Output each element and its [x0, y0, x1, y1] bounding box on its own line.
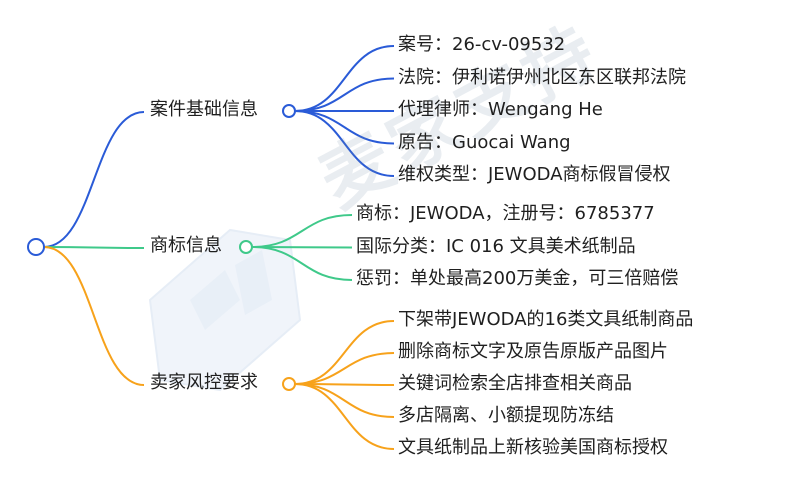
branch-to-leaf-link [294, 45, 395, 112]
root-to-branch-link [43, 111, 145, 248]
branch-collapse-toggle[interactable] [282, 104, 296, 118]
root-to-branch-link [43, 246, 145, 386]
leaf-label: 国际分类：IC 016 文具美术纸制品 [356, 235, 636, 257]
leaf-label: 文具纸制品上新核验美国商标授权 [398, 437, 668, 458]
branch-label: 卖家风控要求 [150, 372, 258, 393]
root-to-branch-link [43, 246, 145, 249]
branch-to-leaf-link [294, 352, 395, 385]
branch-collapse-toggle[interactable] [239, 240, 253, 254]
branch-to-leaf-link [294, 383, 395, 450]
branch-collapse-toggle[interactable] [282, 377, 296, 391]
root-node[interactable] [27, 238, 45, 256]
connector-lines [43, 45, 395, 450]
leaf-label: 案号：26-cv-09532 [398, 34, 566, 55]
branch-label: 案件基础信息 [150, 99, 258, 120]
branch-to-leaf-link [294, 110, 395, 145]
leaf-label: 惩罚：单处最高200万美金，可三倍赔偿 [356, 268, 679, 289]
leaf-label: 删除商标文字及原告原版产品图片 [398, 341, 668, 362]
branch-to-leaf-link [294, 77, 395, 112]
branch-to-leaf-link [294, 383, 395, 418]
leaf-label: 法院：伊利诺伊州北区东区联邦法院 [398, 66, 686, 88]
leaf-label: 代理律师：Wengang He [398, 99, 603, 120]
leaf-label: 关键词检索全店排查相关商品 [398, 373, 632, 394]
branch-to-leaf-link [294, 110, 395, 177]
leaf-label: 多店隔离、小额提现防冻结 [398, 405, 614, 426]
node-markers [27, 104, 296, 391]
leaf-label: 下架带JEWODA的16类文具纸制商品 [398, 309, 694, 330]
branch-label: 商标信息 [150, 235, 222, 256]
leaf-label: 原告：Guocai Wang [398, 131, 571, 153]
branch-to-leaf-link [251, 246, 353, 249]
watermark-logo [148, 228, 302, 392]
branch-to-leaf-link [294, 320, 395, 385]
branch-to-leaf-link [251, 246, 353, 281]
leaf-label: 商标：JEWODA，注册号：6785377 [356, 203, 655, 224]
branch-to-leaf-link [251, 214, 353, 248]
leaf-label: 维权类型：JEWODA商标假冒侵权 [398, 164, 671, 185]
